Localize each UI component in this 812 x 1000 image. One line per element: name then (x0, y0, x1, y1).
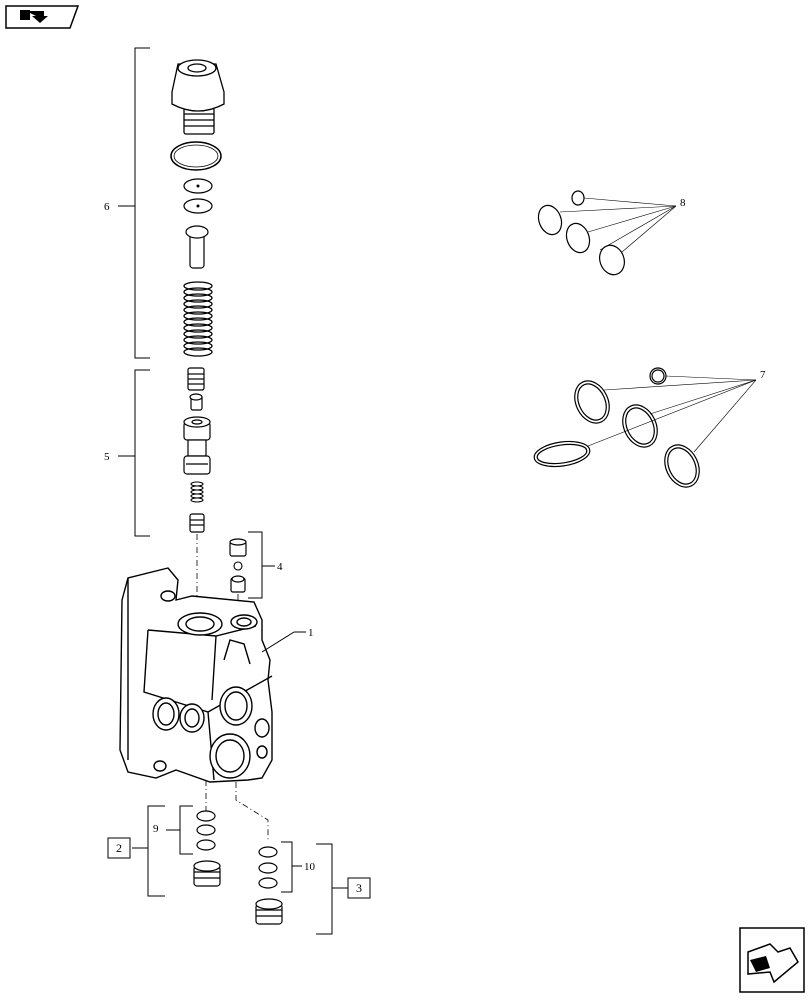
plug-cap (171, 59, 225, 135)
next-page-arrow-icon[interactable] (739, 927, 805, 993)
ref-box-3[interactable] (347, 877, 371, 899)
seal-stack-9 (196, 810, 216, 851)
spring (183, 281, 213, 357)
bracket-2 (147, 805, 165, 897)
small-spring (190, 481, 204, 503)
small-fitting (189, 393, 203, 411)
o-ring (170, 141, 222, 171)
callout-4: 4 (277, 561, 283, 573)
threaded-plug-2 (255, 898, 283, 925)
bracket-10 (281, 841, 293, 893)
callout-9: 9 (153, 823, 159, 835)
seat-fitting (189, 513, 205, 533)
bracket-3 (316, 843, 333, 935)
callout-8: 8 (680, 197, 686, 209)
seal-kit-8 (537, 190, 625, 276)
callout-6: 6 (104, 201, 110, 213)
ball (233, 561, 243, 571)
callout-7: 7 (760, 369, 766, 381)
plug (229, 538, 247, 557)
seal-stack-10 (258, 846, 278, 889)
valve-spool (183, 416, 211, 475)
callout-5: 5 (104, 451, 110, 463)
book-arrow-icon[interactable] (5, 5, 80, 29)
leaders-8 (559, 197, 677, 253)
ref-box-2[interactable] (107, 837, 131, 859)
callout-1: 1 (308, 627, 314, 639)
threaded-fitting (187, 367, 205, 391)
leaders-7 (587, 375, 757, 453)
ref-box-2-label: 2 (116, 841, 122, 855)
bracket-4 (248, 531, 263, 599)
threaded-plug (193, 860, 221, 887)
valve-body (119, 567, 273, 783)
bracket-5 (134, 369, 150, 537)
poppet-pin (185, 225, 209, 269)
ref-box-3-label: 3 (356, 881, 362, 895)
bracket-6 (134, 47, 150, 359)
callout-10: 10 (304, 861, 316, 873)
seal-kit-7 (533, 367, 700, 488)
bracket-9 (179, 805, 193, 855)
ball-seat (230, 575, 246, 593)
